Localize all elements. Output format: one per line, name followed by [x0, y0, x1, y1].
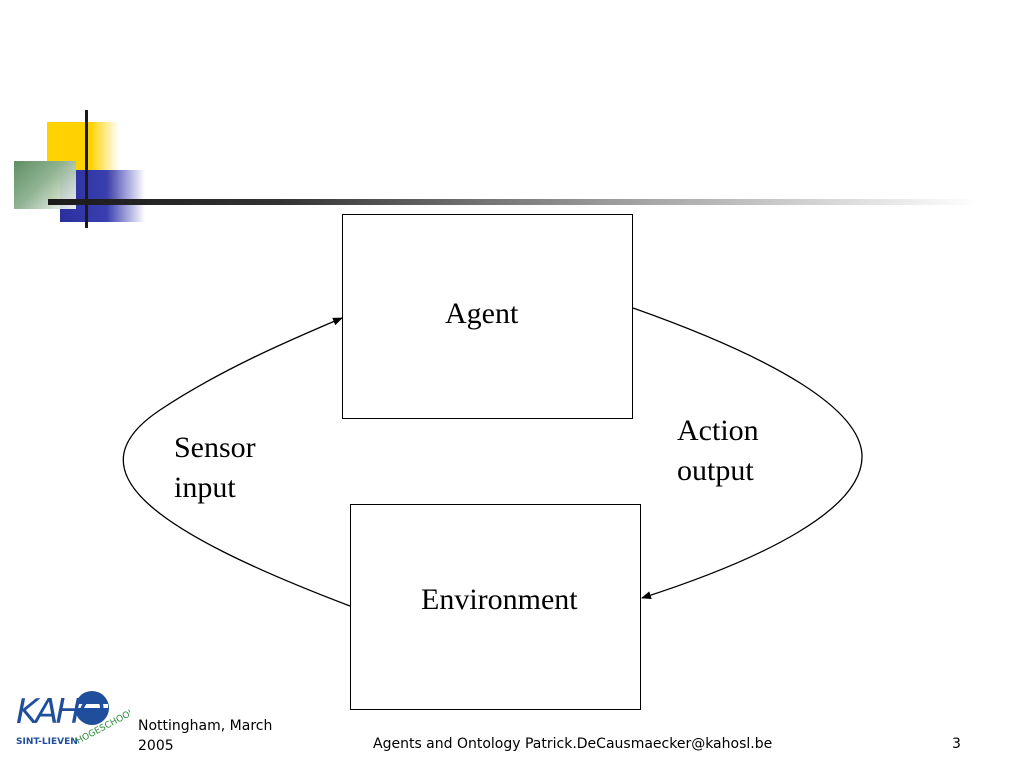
- environment-label: Environment: [421, 583, 578, 616]
- sensor-input-arrow: [122, 317, 351, 607]
- action-output-label: Action output: [677, 411, 759, 491]
- title-underline: [48, 199, 978, 205]
- environment-box: Environment: [350, 504, 641, 710]
- agent-box: Agent: [342, 214, 633, 419]
- sensor-label-line1: Sensor: [174, 431, 256, 464]
- svg-text:SINT-LIEVEN: SINT-LIEVEN: [16, 737, 78, 747]
- ornament-vertical-line: [85, 110, 88, 228]
- kaho-logo: KAHO SINT-LIEVEN HOGESCHOOL: [16, 691, 130, 747]
- page-number: 3: [952, 736, 961, 752]
- sensor-label-line2: input: [174, 471, 236, 504]
- sensor-input-label: Sensor input: [174, 428, 256, 508]
- agent-label: Agent: [445, 297, 519, 330]
- footer-date: Nottingham, March 2005: [138, 716, 308, 756]
- footer-date-line1: Nottingham, March: [138, 718, 273, 734]
- action-label-line2: output: [677, 454, 754, 487]
- action-output-arrow: [632, 307, 863, 600]
- svg-text:KAHO: KAHO: [16, 692, 104, 732]
- footer-center-text: Agents and Ontology Patrick.DeCausmaecke…: [373, 736, 773, 752]
- action-label-line1: Action: [677, 414, 759, 447]
- footer-date-line2: 2005: [138, 738, 174, 754]
